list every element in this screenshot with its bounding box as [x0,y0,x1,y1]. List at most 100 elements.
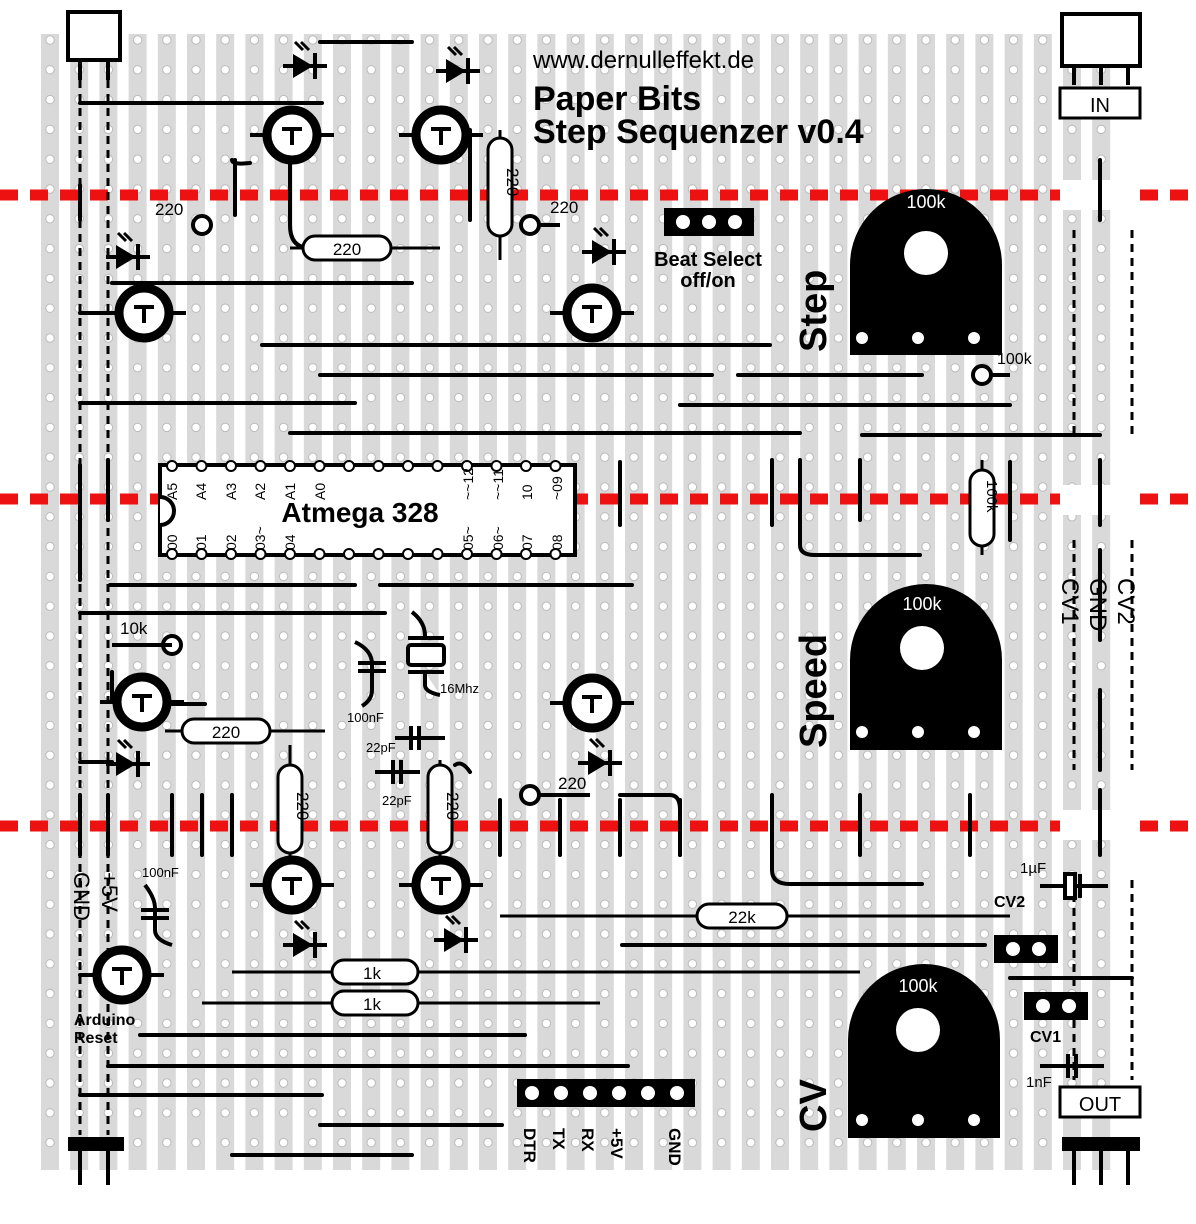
r-220-v2-label: 220 [293,792,312,820]
hole [162,839,172,850]
hole [483,1048,493,1058]
hole [746,750,756,760]
hole [541,929,552,939]
hole [366,422,376,433]
hole [629,780,639,790]
resistor-1k-a [232,958,860,986]
hole [1038,124,1048,135]
hole [804,720,814,731]
chip-pin [461,460,473,472]
hole [132,601,143,611]
hole [950,65,960,75]
resistors [165,130,1010,1017]
hole [629,541,639,552]
hole [921,392,931,403]
hole [512,422,522,433]
chip-pin [520,460,532,472]
hole [600,1108,610,1118]
hole [716,631,727,641]
hole [921,65,931,75]
hole [1008,541,1019,552]
hole [249,780,260,790]
hole [658,512,668,522]
hole [249,1078,260,1088]
chip-top-pin-label: ~09 [549,476,565,500]
hole [687,94,698,105]
hole [483,750,493,760]
hole [454,631,464,641]
hole [132,541,143,552]
r-10k-label: 10k [120,619,148,638]
hole [833,929,844,939]
hole [162,750,172,760]
hole [162,988,172,999]
hole [716,482,727,492]
hole [337,899,347,909]
hole [1096,988,1106,999]
hole [45,959,55,969]
cap-1nF [1040,1054,1104,1078]
hole [775,154,785,164]
hole [1096,422,1106,433]
hole [541,1048,552,1058]
hole [629,333,639,343]
hole [512,1018,522,1029]
hole [687,273,698,284]
hole [541,243,552,254]
hole [833,780,844,790]
hole [950,1137,960,1148]
hole [483,571,493,582]
hole [833,1078,844,1088]
cv2-label: CV2 [994,894,1025,911]
hole [1096,1018,1106,1029]
hole [979,65,990,75]
hole [629,452,639,462]
hole [892,35,902,45]
hole [1038,1078,1048,1088]
hole [804,94,814,105]
hole [541,333,552,343]
hole [600,1137,610,1148]
hole [483,780,493,790]
hole [833,690,844,701]
hole [1096,780,1106,790]
hole [804,571,814,582]
hole [541,720,552,731]
hole [1038,720,1048,731]
chip-pin [195,548,208,560]
hole [833,839,844,850]
hole [162,1048,172,1058]
hole [979,452,990,462]
hole [658,810,668,820]
chip-bottom-pin-label: 05~ [460,526,476,550]
hole [629,154,639,164]
hole [775,243,785,254]
hole [162,65,172,75]
hole [804,839,814,850]
crystal [406,610,446,697]
chip-bottom-pin-label: 02 [223,534,239,550]
hole [570,1018,581,1029]
chip-pin [549,460,562,472]
hole [249,661,260,671]
chip-bottom-pin-label: 01 [193,534,209,550]
hole [337,452,347,462]
hole [1038,363,1048,373]
cap-22pF-b [375,760,420,784]
hole [658,333,668,343]
hole [483,1108,493,1118]
hole [892,452,902,462]
hole [220,780,230,790]
hole [162,452,172,462]
hole [395,661,406,671]
hole [45,839,55,850]
hole [658,541,668,552]
hole [454,959,464,969]
hole [892,929,902,939]
hole [1008,65,1019,75]
transistor [100,672,184,732]
hole [45,303,55,313]
hole [921,363,931,373]
hole [162,1078,172,1088]
hole [979,899,990,909]
